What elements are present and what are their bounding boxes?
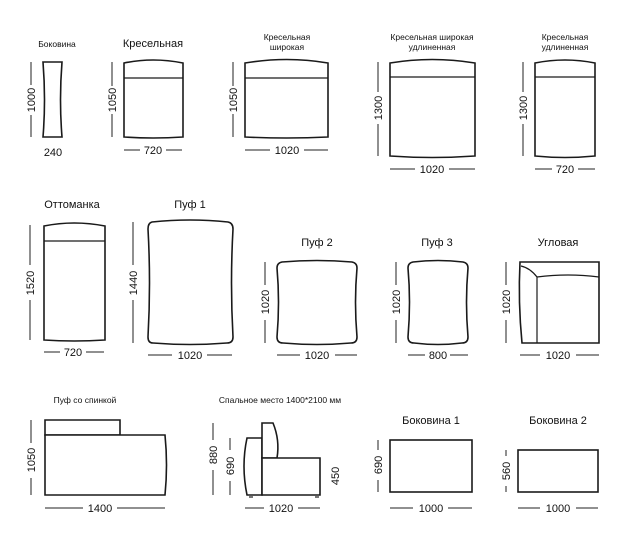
module-puf-3: Пуф 3 1020 800: [391, 237, 469, 362]
module-shape: [44, 434, 168, 496]
module-label: Угловая: [538, 237, 579, 249]
module-label: широкая: [270, 42, 305, 52]
module-label: Пуф 3: [421, 237, 453, 249]
width-dimension: 1020: [275, 145, 299, 157]
armrest-shape: [243, 437, 263, 496]
module-label: Пуф 1: [174, 199, 206, 211]
module-shape: [244, 58, 329, 139]
module-label: Кресельная широкая: [390, 32, 474, 42]
module-label: Оттоманка: [44, 199, 100, 211]
width-dimension: 1020: [420, 164, 444, 176]
module-shape: [43, 222, 106, 342]
seat-height-dimension: 450: [330, 467, 342, 485]
height-dimension: 1050: [228, 88, 240, 112]
module-label: Боковина: [38, 39, 76, 49]
module-shape: [389, 58, 476, 159]
module-shape: [518, 261, 600, 344]
module-label: Пуф 2: [301, 237, 333, 249]
width-dimension: 1020: [305, 350, 329, 362]
height-dimension: 1050: [26, 448, 38, 472]
module-label: Пуф со спинкой: [54, 395, 117, 405]
width-dimension: 1000: [546, 503, 570, 515]
module-shape: [389, 439, 473, 493]
module-bokovina: Боковина 1000 240: [26, 39, 76, 159]
module-shape: [42, 61, 63, 138]
module-label: Боковина 2: [529, 415, 587, 427]
height-dimension: 1020: [260, 290, 272, 314]
height-dimension: 1440: [128, 271, 140, 295]
height-dimension: 690: [373, 456, 385, 474]
height-dimension: 1020: [501, 290, 513, 314]
module-kreselnaya-shirokaya: Кресельная широкая 1050 1020: [228, 32, 329, 157]
width-dimension: 1020: [269, 503, 293, 515]
module-label: Кресельная: [123, 38, 183, 50]
module-label: Боковина 1: [402, 415, 460, 427]
module-backrest-shape: [44, 419, 121, 436]
height-dimension: 880: [208, 446, 220, 464]
module-label: удлиненная: [542, 42, 589, 52]
module-kreselnaya-shirokaya-udlinennaya: Кресельная широкая удлиненная 1300 1020: [373, 32, 476, 176]
module-shape: [276, 259, 358, 346]
module-puf-1: Пуф 1 1440 1020: [128, 199, 234, 362]
module-label: Кресельная: [542, 32, 589, 42]
module-label: Спальное место 1400*2100 мм: [219, 395, 341, 405]
module-puf-2: Пуф 2 1020 1020: [260, 237, 358, 362]
module-bokovina-2: Боковина 2 560 1000: [501, 415, 599, 515]
height-dimension: 1520: [25, 271, 37, 295]
height-dimension: 560: [501, 462, 513, 480]
seat-back-height-dimension: 690: [225, 457, 237, 475]
module-shape: [147, 219, 234, 346]
height-dimension: 1300: [373, 96, 385, 120]
backrest-shape: [261, 422, 279, 459]
width-dimension: 240: [44, 147, 62, 159]
module-shape: [407, 259, 469, 346]
width-dimension: 1020: [546, 350, 570, 362]
width-dimension: 1400: [88, 503, 112, 515]
module-uglovaya: Угловая 1020 1020: [501, 237, 600, 362]
module-ottomanka: Оттоманка 1520 720: [25, 199, 106, 359]
height-dimension: 1050: [107, 88, 119, 112]
module-label: Кресельная: [264, 32, 311, 42]
height-dimension: 1000: [26, 88, 38, 112]
module-kreselnaya: Кресельная 1050 720: [107, 38, 184, 157]
height-dimension: 1300: [518, 96, 530, 120]
module-label: удлиненная: [409, 42, 456, 52]
module-shape: [534, 59, 596, 159]
width-dimension: 800: [429, 350, 447, 362]
width-dimension: 720: [144, 145, 162, 157]
module-kreselnaya-udlinennaya: Кресельная удлиненная 1300 720: [518, 32, 596, 176]
module-bokovina-1: Боковина 1 690 1000: [373, 415, 473, 515]
module-puf-so-spinkoy: Пуф со спинкой 1050 1400: [26, 395, 168, 515]
width-dimension: 720: [64, 347, 82, 359]
width-dimension: 1000: [419, 503, 443, 515]
width-dimension: 720: [556, 164, 574, 176]
module-shape: [517, 449, 599, 493]
seat-shape: [261, 457, 321, 496]
module-shape: [123, 59, 184, 139]
width-dimension: 1020: [178, 350, 202, 362]
module-spalnoe-mesto: Спальное место 1400*2100 мм 880 690 450 …: [208, 395, 342, 515]
height-dimension: 1020: [391, 290, 403, 314]
